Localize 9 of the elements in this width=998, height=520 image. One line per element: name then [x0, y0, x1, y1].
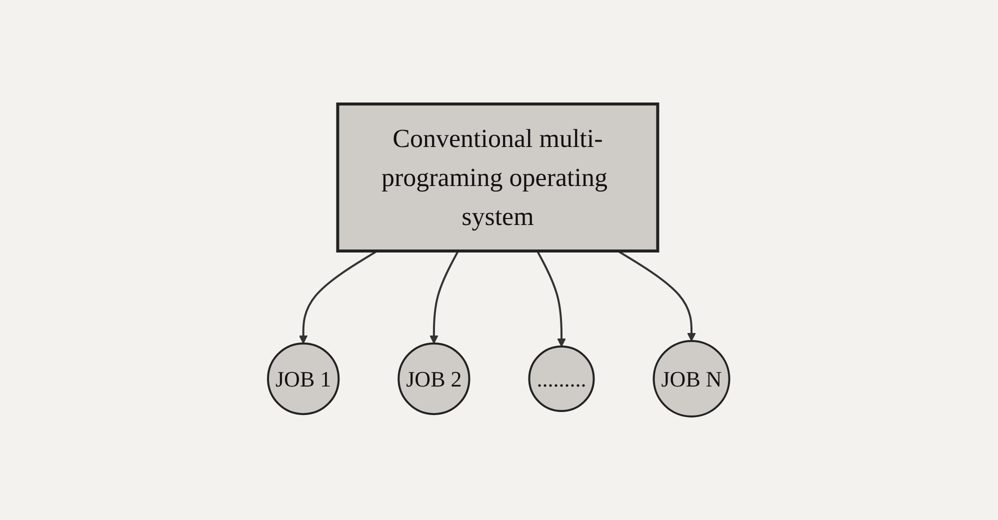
arrow — [618, 250, 696, 342]
arrow — [430, 250, 460, 344]
arrow — [536, 250, 566, 347]
node-circle: ......... — [528, 345, 596, 412]
arrow — [299, 250, 378, 344]
node-box: Conventional multi-programing operating system — [336, 102, 660, 252]
node-circle: JOB 2 — [398, 342, 471, 415]
node-circle: JOB 1 — [267, 342, 340, 415]
node-circle: JOB N — [653, 340, 731, 418]
